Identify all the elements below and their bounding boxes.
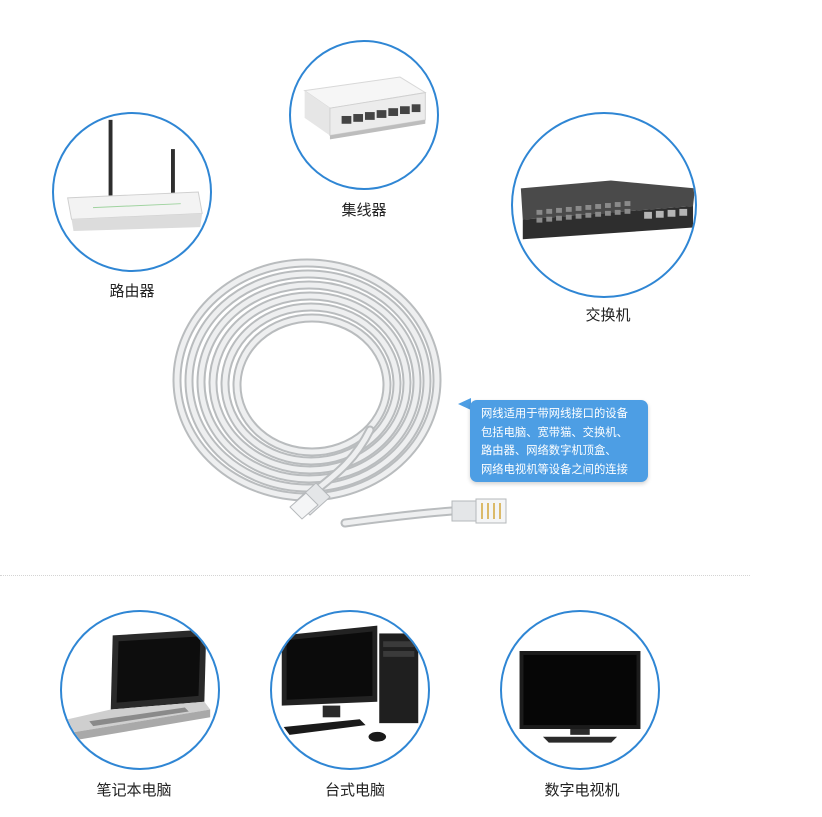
description-callout: 网线适用于带网线接口的设备 包括电脑、宽带猫、交换机、 路由器、网络数字机顶盒、… — [470, 400, 648, 482]
callout-pointer — [458, 398, 471, 410]
switch-circle — [511, 112, 697, 298]
laptop-circle — [60, 610, 220, 770]
callout-line-1: 网线适用于带网线接口的设备 — [481, 407, 628, 420]
switch-image — [520, 180, 695, 240]
desktop-circle — [270, 610, 430, 770]
cable-image — [172, 258, 507, 528]
router-label: 路由器 — [109, 282, 155, 300]
hub-circle — [289, 40, 439, 190]
callout-line-4: 网络电视机等设备之间的连接 — [481, 462, 628, 476]
hub-image — [303, 76, 427, 140]
hub-label: 集线器 — [341, 201, 387, 219]
section-divider — [0, 575, 750, 576]
desktop-image — [281, 625, 419, 742]
desktop-label: 台式电脑 — [324, 781, 386, 799]
tv-circle — [500, 610, 660, 770]
switch-label: 交换机 — [585, 306, 631, 324]
laptop-image — [67, 629, 211, 741]
router-circle — [52, 112, 212, 272]
tv-label: 数字电视机 — [544, 781, 620, 799]
router-image — [67, 119, 203, 231]
callout-line-2: 包括电脑、宽带猫、交换机、 — [481, 425, 628, 439]
callout-line-3: 路由器、网络数字机顶盒、 — [481, 444, 617, 457]
laptop-label: 笔记本电脑 — [96, 781, 172, 799]
tv-image — [519, 651, 641, 743]
